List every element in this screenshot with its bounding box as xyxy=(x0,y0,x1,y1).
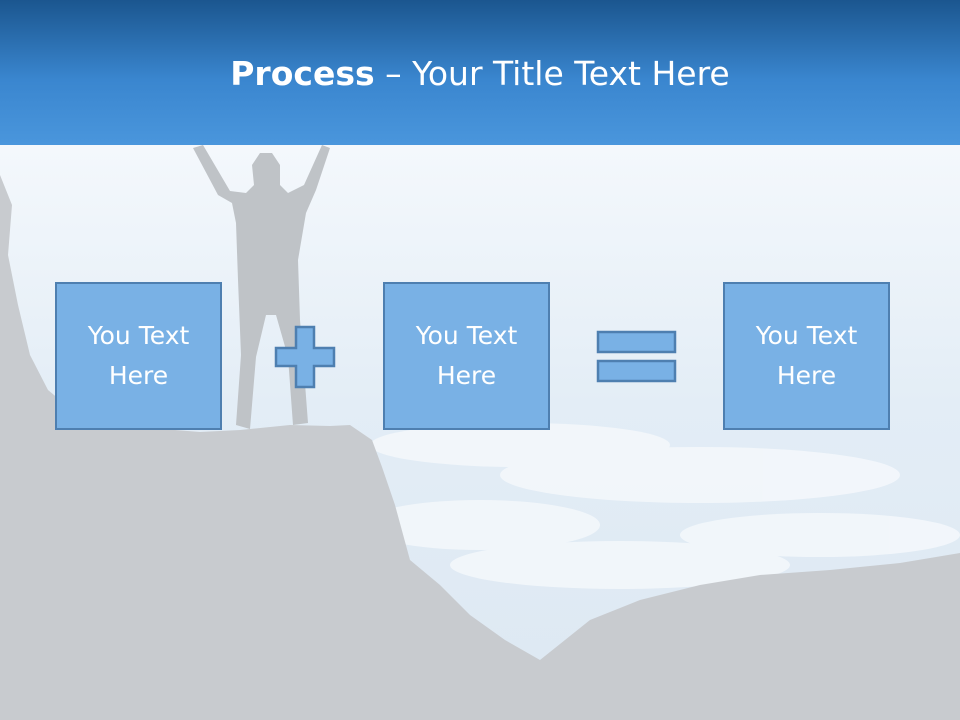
clouds xyxy=(360,423,960,589)
plus-icon xyxy=(274,325,336,389)
process-box-label: You Text Here xyxy=(415,321,518,390)
title-bar: Process – Your Title Text Here xyxy=(0,0,960,145)
title-rest: – Your Title Text Here xyxy=(374,54,730,93)
process-box-label: You Text Here xyxy=(87,321,190,390)
process-box-2: You Text Here xyxy=(383,282,550,430)
slide-title: Process – Your Title Text Here xyxy=(0,52,960,96)
process-box-1: You Text Here xyxy=(55,282,222,430)
mountain-silhouette xyxy=(0,175,960,720)
process-box-label: You Text Here xyxy=(755,321,858,390)
process-box-3: You Text Here xyxy=(723,282,890,430)
title-bold: Process xyxy=(230,54,375,93)
background-scene xyxy=(0,145,960,720)
equals-icon xyxy=(596,330,677,383)
